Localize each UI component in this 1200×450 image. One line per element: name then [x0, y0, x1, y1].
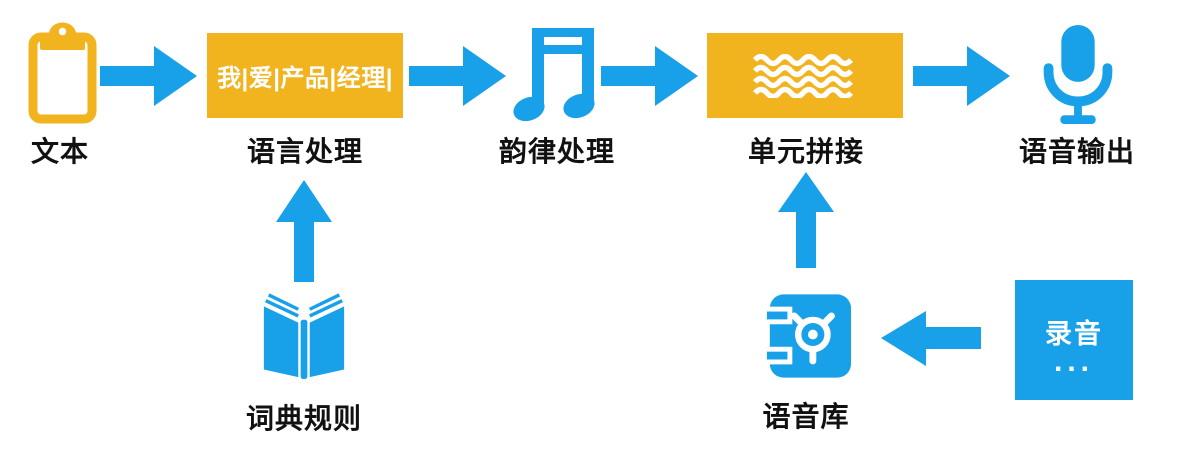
- recording-ellipsis: ...: [1053, 344, 1094, 378]
- arrow-up-icon: [778, 172, 834, 268]
- segmentation-box: 我|爱|产品|经理|: [207, 33, 403, 118]
- waveform-box: [707, 33, 903, 118]
- microphone-icon-svg: [1043, 24, 1113, 125]
- arrow-right-icon: [100, 46, 197, 106]
- step-label-text-input: 文本: [30, 136, 89, 167]
- resource-label-dictionary-rules: 词典规则: [245, 403, 362, 434]
- recording-box: 录音 ...: [1015, 280, 1133, 400]
- open-book-icon: [256, 293, 352, 379]
- resource-label-speech-database: 语音库: [762, 401, 850, 432]
- arrow-up-icon: [276, 180, 332, 282]
- clipboard-icon: [27, 22, 98, 125]
- arrow-left-icon: [881, 311, 981, 366]
- arrow-right-icon: [601, 46, 698, 106]
- clipboard-icon-svg: [28, 22, 97, 124]
- microphone-icon: [1040, 23, 1116, 125]
- open-book-icon-svg: [263, 293, 345, 379]
- music-note-icon: [512, 26, 600, 122]
- step-label-language-processing: 语言处理: [246, 136, 363, 167]
- arrow-right-icon: [409, 46, 506, 106]
- music-note-icon-svg: [513, 28, 595, 122]
- waveform-icon: [753, 53, 854, 98]
- arrow-right-icon: [913, 46, 1010, 106]
- step-label-unit-concatenation: 单元拼接: [747, 136, 864, 167]
- safe-icon-svg: [762, 294, 852, 378]
- step-label-prosody-processing: 韵律处理: [498, 136, 615, 167]
- step-label-speech-output: 语音输出: [1018, 136, 1135, 167]
- segmented-text: 我|爱|产品|经理|: [217, 65, 393, 92]
- recording-label: 录音: [1045, 318, 1103, 349]
- safe-icon: [762, 293, 852, 380]
